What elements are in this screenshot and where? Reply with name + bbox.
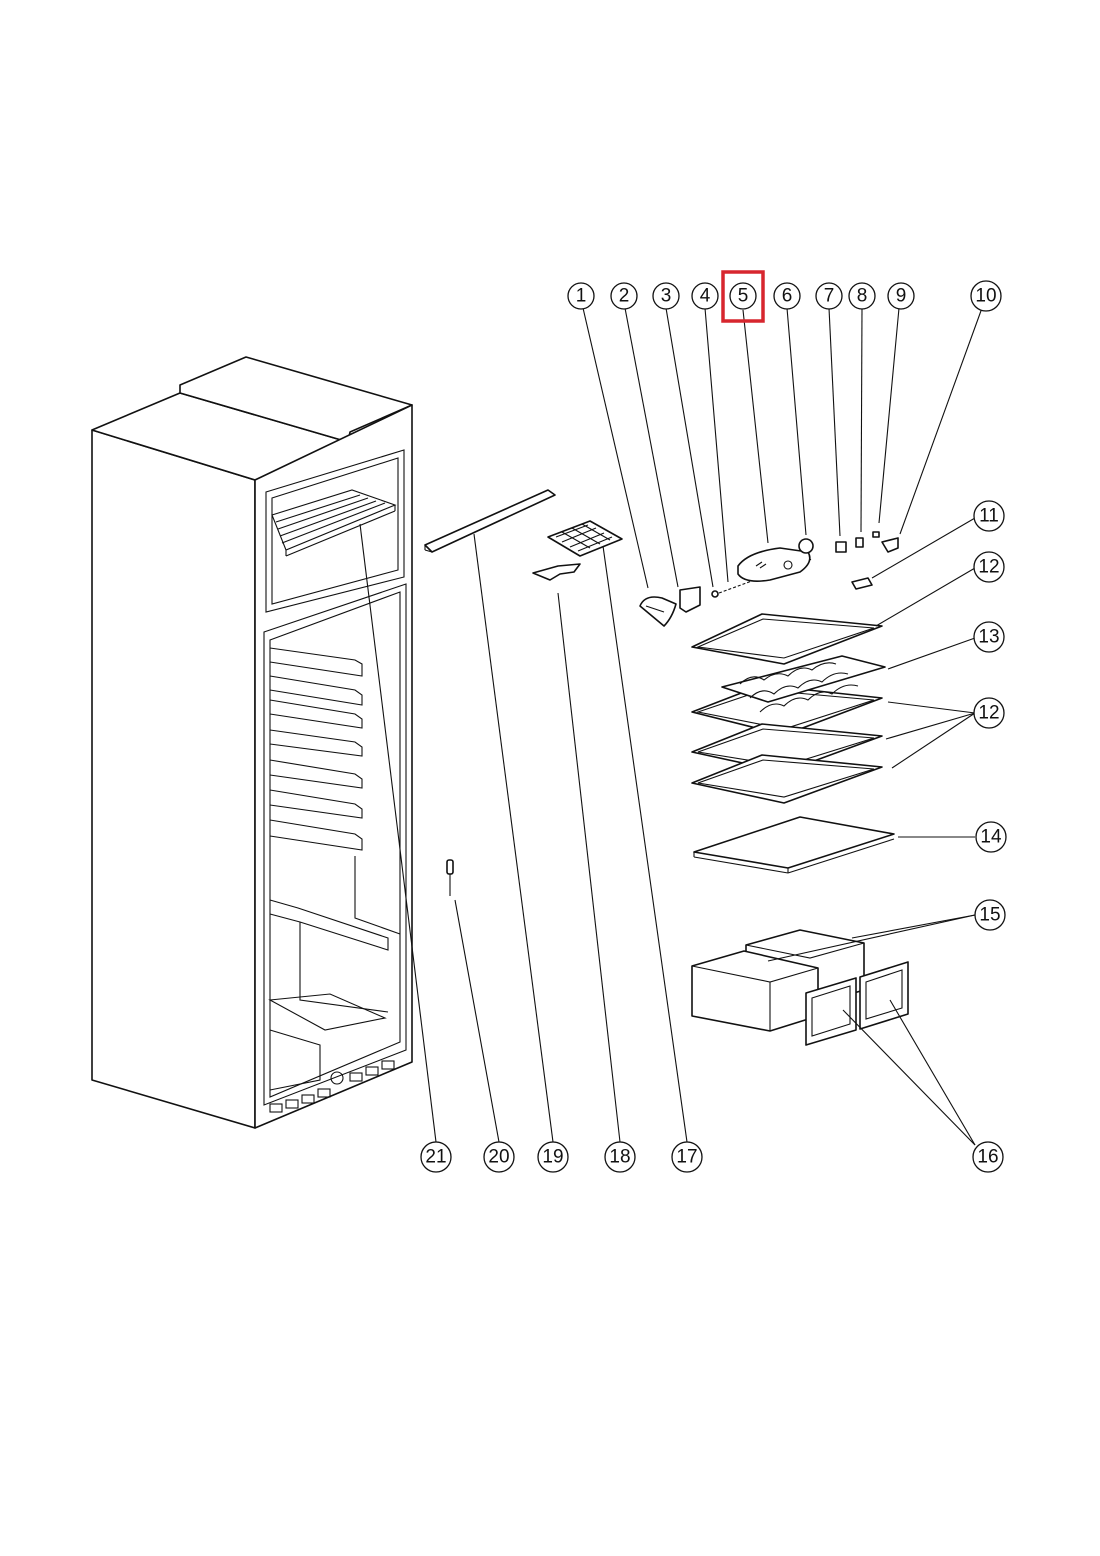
callout-9: 9 (887, 282, 915, 310)
drawer-fronts (805, 961, 909, 1046)
callout-label: 18 (609, 1147, 630, 1168)
highlight-box (721, 270, 765, 323)
callout-12b: 12 (973, 697, 1005, 729)
callout-11: 11 (973, 500, 1005, 532)
callout-19: 19 (537, 1141, 569, 1173)
callout-label: 10 (975, 286, 996, 307)
ice-scraper (532, 563, 581, 581)
thermostat-housing (737, 538, 814, 582)
callout-10: 10 (970, 280, 1002, 312)
callout-4: 4 (691, 282, 719, 310)
callout-21: 21 (420, 1141, 452, 1173)
callout-12a: 12 (973, 551, 1005, 583)
bottle-rack (721, 655, 886, 713)
callout-13: 13 (973, 621, 1005, 653)
callout-2: 2 (610, 282, 638, 310)
lamp-bulb (711, 590, 719, 598)
callout-label: 15 (979, 905, 1000, 926)
callout-label: 20 (488, 1147, 509, 1168)
door-switch (851, 577, 873, 590)
ice-tray (547, 520, 623, 557)
callout-16: 16 (972, 1141, 1004, 1173)
callout-label: 5 (738, 286, 749, 307)
callout-label: 12 (978, 557, 999, 578)
thermostat-pin (446, 859, 454, 896)
callout-label: 17 (676, 1147, 697, 1168)
small-switches (835, 531, 899, 553)
callout-label: 11 (979, 506, 999, 527)
callout-14: 14 (975, 821, 1007, 853)
callout-5: 5 (721, 270, 765, 323)
callout-label: 4 (700, 286, 711, 307)
callout-8: 8 (848, 282, 876, 310)
crisper-area (268, 856, 401, 1091)
callout-label: 1 (576, 286, 587, 307)
callout-label: 8 (857, 286, 868, 307)
callout-20: 20 (483, 1141, 515, 1173)
callout-label: 16 (977, 1147, 998, 1168)
refrigerator-cabinet (91, 356, 413, 1129)
lamp-cover (639, 596, 677, 627)
trim-strip (424, 489, 556, 553)
callout-label: 3 (661, 286, 672, 307)
callout-label: 6 (782, 286, 793, 307)
callout-label: 13 (978, 627, 999, 648)
mounting-bracket (679, 586, 701, 613)
callout-1: 1 (567, 282, 595, 310)
glass-shelves (691, 613, 883, 804)
callout-15: 15 (974, 899, 1006, 931)
callout-18: 18 (604, 1141, 636, 1173)
callout-label: 12 (978, 703, 999, 724)
callout-3: 3 (652, 282, 680, 310)
callout-label: 9 (896, 286, 907, 307)
callout-7: 7 (815, 282, 843, 310)
crisper-cover (693, 816, 895, 874)
leader-lines (359, 307, 983, 1146)
callout-label: 21 (425, 1147, 446, 1168)
callout-label: 2 (619, 286, 630, 307)
bottom-grille (269, 1060, 395, 1113)
callout-label: 14 (980, 827, 1002, 848)
callout-label: 7 (824, 286, 835, 307)
fridge-shelf-ledges (269, 647, 363, 851)
callout-6: 6 (773, 282, 801, 310)
freezer-wire-shelf (271, 489, 397, 557)
callout-label: 19 (542, 1147, 563, 1168)
callout-17: 17 (671, 1141, 703, 1173)
